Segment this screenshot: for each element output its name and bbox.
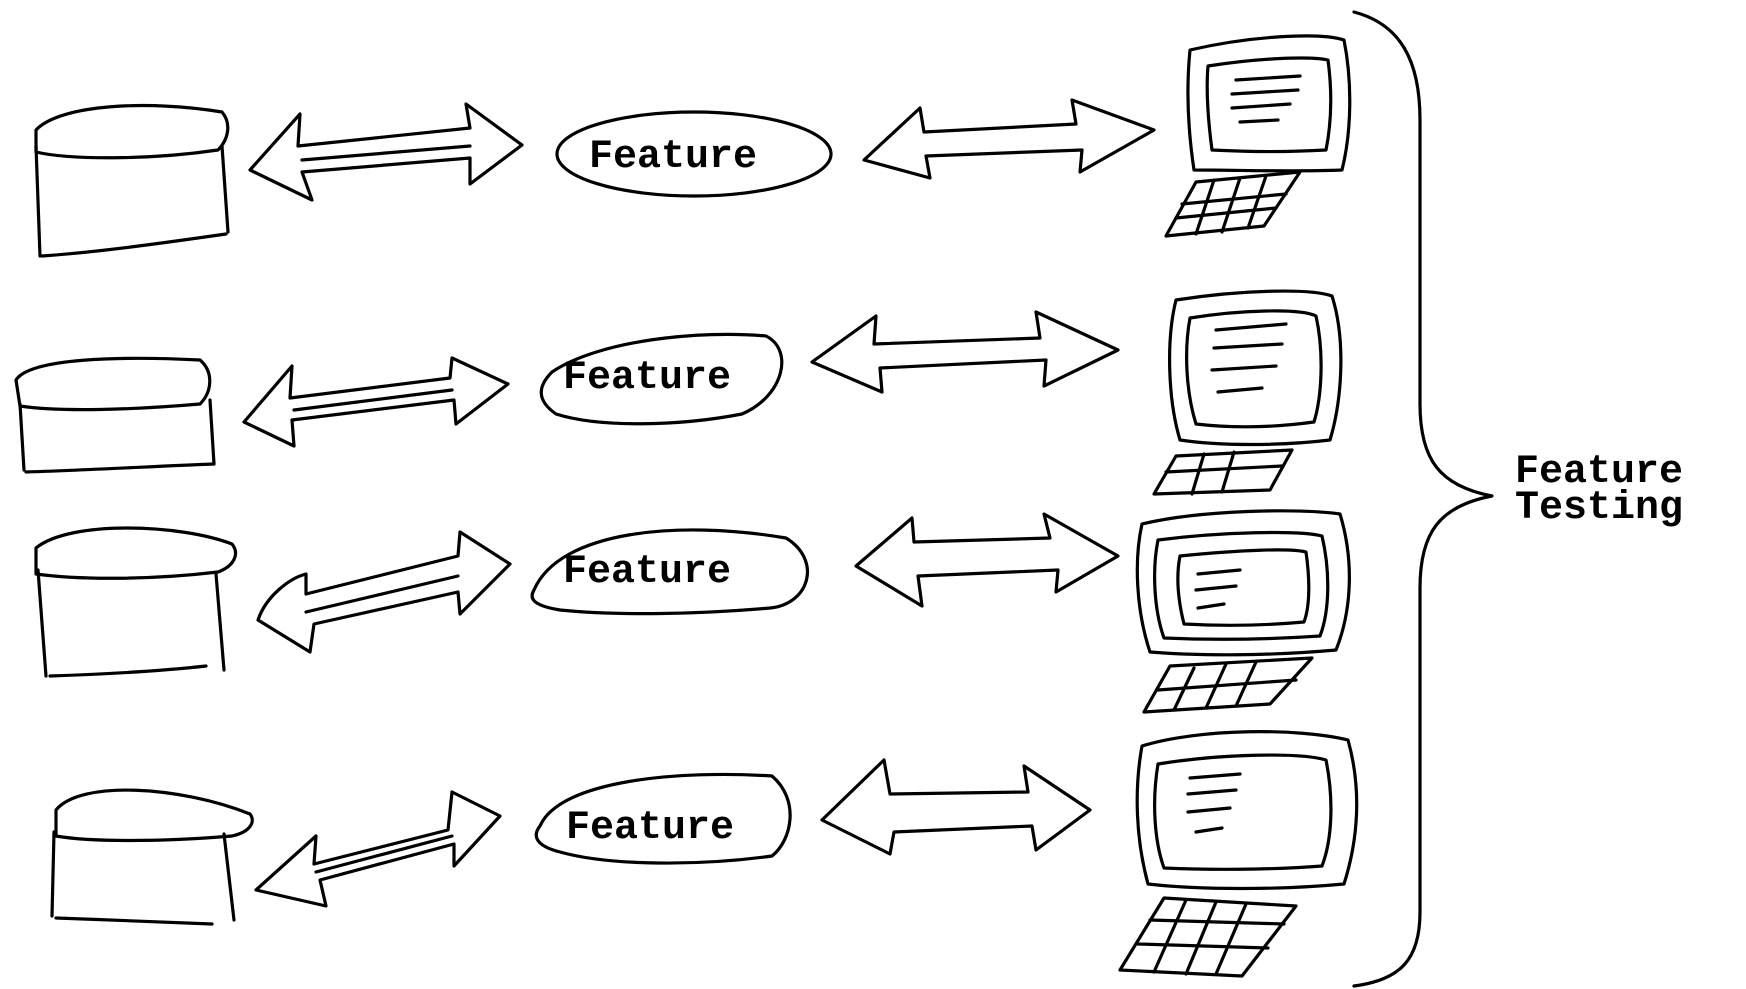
curly-brace — [1352, 10, 1494, 988]
double-arrow-icon — [242, 356, 510, 448]
double-arrow-icon — [248, 102, 524, 202]
feature-label: Feature — [563, 550, 731, 595]
row-2: Feature — [14, 289, 1343, 496]
keyboard-icon — [1142, 656, 1314, 714]
double-arrow-icon — [854, 512, 1120, 608]
group-label-line1: Feature — [1515, 450, 1683, 495]
double-arrow-icon — [820, 758, 1092, 856]
feature-node: Feature — [534, 772, 792, 865]
row-4: Feature — [50, 730, 1359, 978]
double-arrow-icon — [862, 98, 1156, 180]
database-icon — [34, 103, 230, 258]
feature-node: Feature — [555, 110, 833, 198]
feature-node: Feature — [530, 528, 810, 616]
computer-icon — [1135, 730, 1359, 891]
keyboard-icon — [1152, 448, 1294, 496]
feature-label: Feature — [563, 356, 731, 401]
feature-label: Feature — [589, 135, 757, 180]
computer-icon — [1135, 509, 1351, 657]
computer-icon — [1168, 289, 1343, 447]
double-arrow-icon — [254, 790, 502, 908]
group-label-line2: Testing — [1515, 486, 1683, 531]
row-1: Feature — [34, 34, 1352, 258]
double-arrow-icon — [810, 310, 1120, 394]
feature-node: Feature — [539, 332, 784, 426]
database-icon — [34, 526, 238, 678]
keyboard-icon — [1164, 170, 1302, 238]
double-arrow-icon — [256, 530, 512, 654]
database-icon — [50, 788, 254, 926]
row-3: Feature — [34, 509, 1351, 714]
keyboard-icon — [1118, 896, 1298, 978]
computer-icon — [1186, 34, 1352, 173]
feature-label: Feature — [566, 806, 734, 851]
database-icon — [14, 356, 216, 474]
